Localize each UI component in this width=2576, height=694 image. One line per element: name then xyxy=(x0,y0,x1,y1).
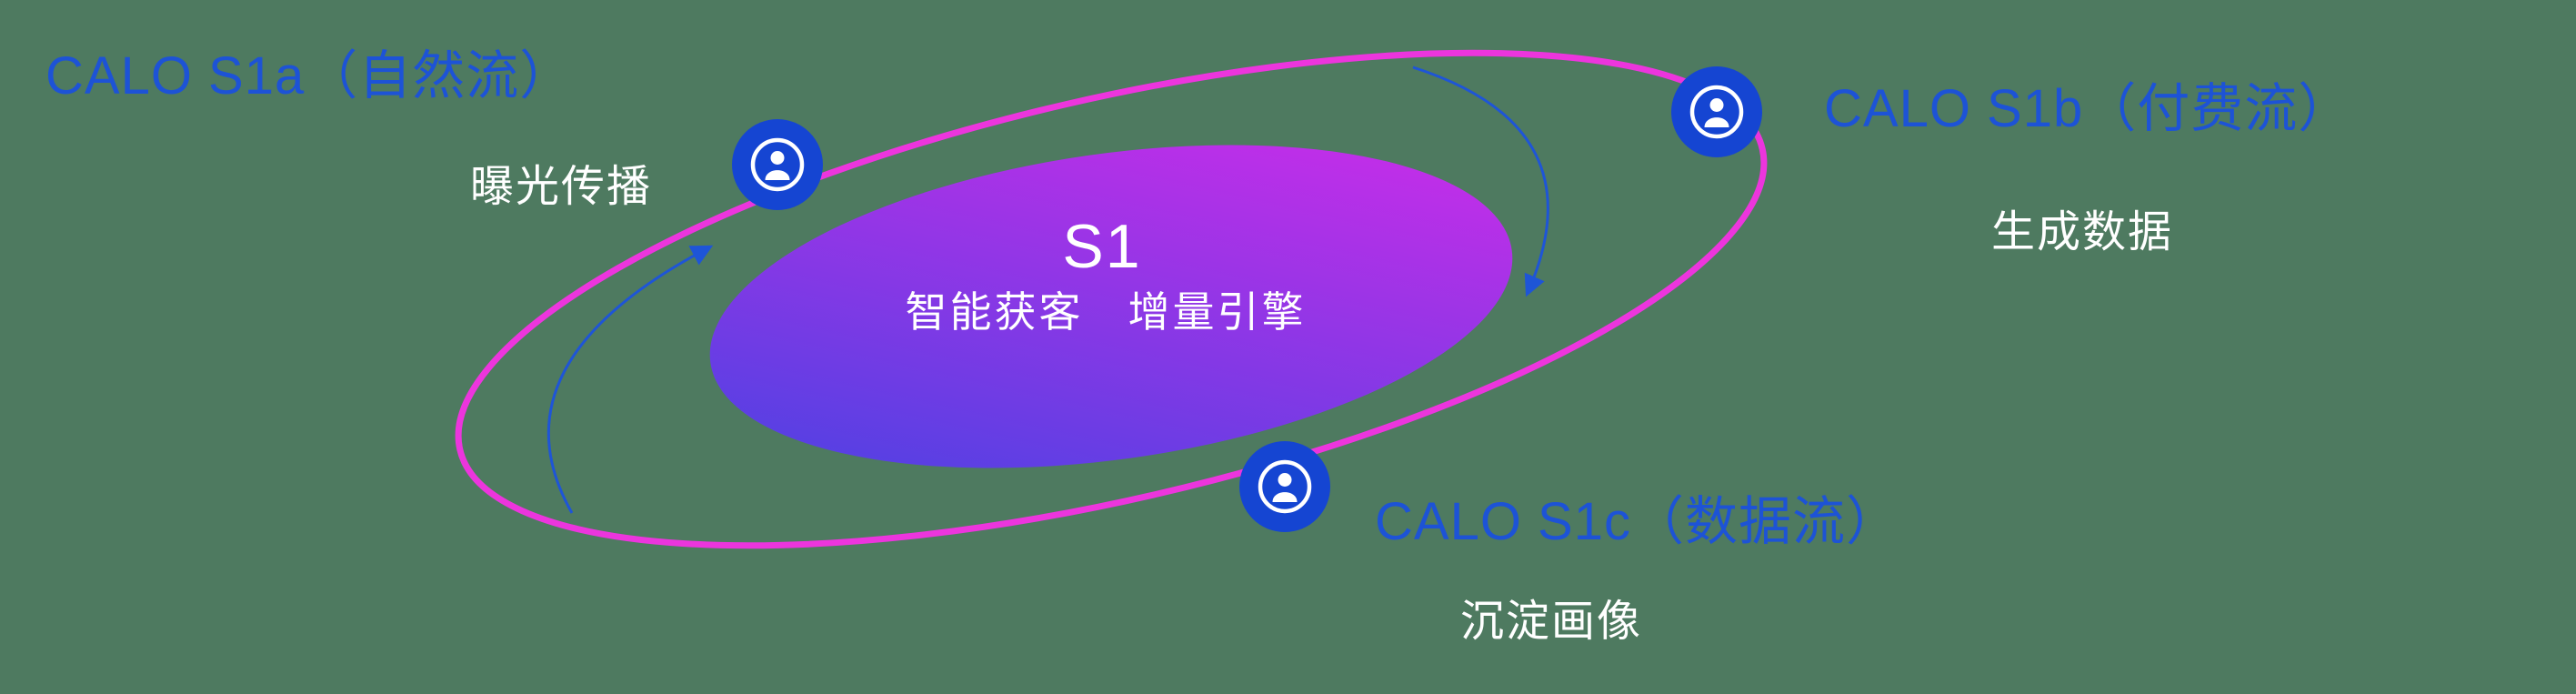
label-s1c-title: CALO S1c（数据流） xyxy=(1375,492,1899,551)
label-s1b-title: CALO S1b（付费流） xyxy=(1824,79,2352,138)
node-s1c xyxy=(1239,441,1330,532)
label-s1b-subtitle: 生成数据 xyxy=(1990,208,2174,256)
label-s1c-subtitle: 沉淀画像 xyxy=(1459,598,1643,646)
core-subtitle: 智能获客 增量引擎 xyxy=(905,288,1307,336)
node-s1b xyxy=(1671,66,1762,157)
flow-arrow-right xyxy=(1412,65,1549,297)
label-s1a-subtitle: 曝光传播 xyxy=(469,163,653,211)
label-s1a-title: CALO S1a（自然流） xyxy=(45,46,574,106)
user-icon xyxy=(1689,85,1744,139)
core-title: S1 xyxy=(1062,212,1142,281)
user-icon xyxy=(750,137,805,192)
node-s1a xyxy=(732,119,823,210)
orbit-ring xyxy=(455,49,1768,549)
flow-arrow-left xyxy=(546,245,714,514)
core-ellipse xyxy=(709,145,1513,468)
user-icon xyxy=(1258,459,1312,514)
